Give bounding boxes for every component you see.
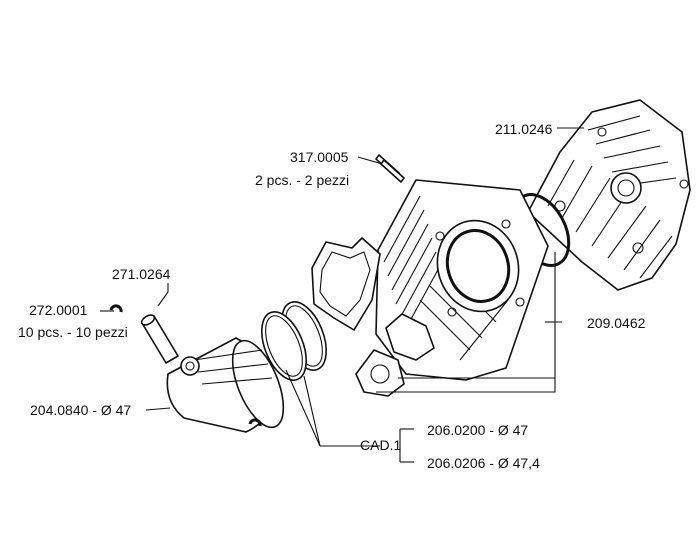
- circlip-right: [248, 418, 262, 427]
- cylinder: [375, 179, 549, 381]
- exhaust-gasket: [355, 349, 405, 397]
- circlip-left: [109, 304, 123, 313]
- piston: [166, 337, 285, 433]
- piston-rings: [261, 301, 327, 381]
- label-clip-qty: 10 pcs. - 10 pezzi: [18, 324, 128, 340]
- label-pin-code: 271.0264: [112, 266, 171, 282]
- label-gasket-code: 209.0462: [587, 315, 646, 331]
- leader-lines: [100, 127, 584, 463]
- base-gasket: [311, 237, 381, 331]
- label-piston-code: 204.0840 - Ø 47: [30, 402, 131, 418]
- label-rings-group: CAD.1: [360, 437, 401, 453]
- label-clip-code: 272.0001: [29, 302, 88, 318]
- label-ring-b: 206.0206 - Ø 47,4: [427, 455, 540, 471]
- head-studs: [375, 154, 405, 183]
- piston-pin: [140, 314, 179, 364]
- label-ring-a: 206.0200 - Ø 47: [427, 422, 528, 438]
- label-head-code: 211.0246: [495, 121, 553, 137]
- label-stud-qty: 2 pcs. - 2 pezzi: [255, 172, 349, 188]
- label-stud-code: 317.0005: [290, 149, 349, 165]
